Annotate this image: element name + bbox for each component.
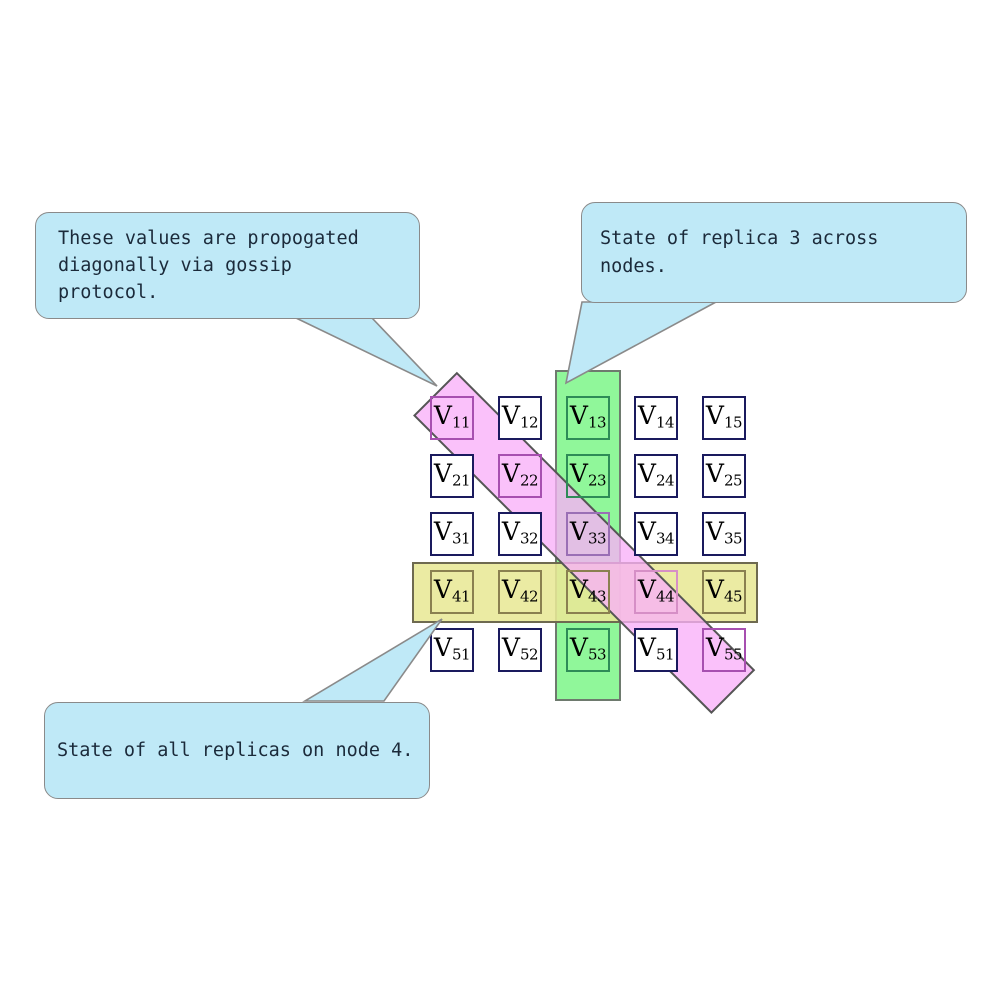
value-cell-V34[interactable]: V34 <box>634 512 678 556</box>
value-cell-label: V33 <box>569 517 607 548</box>
value-cell-V25[interactable]: V25 <box>702 454 746 498</box>
value-cell-V45[interactable]: V45 <box>702 570 746 614</box>
value-cell-label: V32 <box>501 517 539 548</box>
value-cell-label: V21 <box>433 459 471 490</box>
value-cell-V41[interactable]: V41 <box>430 570 474 614</box>
value-cell-V35[interactable]: V35 <box>702 512 746 556</box>
value-cell-V31[interactable]: V31 <box>430 512 474 556</box>
value-cell-label: V23 <box>569 459 607 490</box>
value-cell-V24[interactable]: V24 <box>634 454 678 498</box>
value-cell-label: V22 <box>501 459 539 490</box>
value-cell-V44[interactable]: V44 <box>634 570 678 614</box>
value-cell-V22[interactable]: V22 <box>498 454 542 498</box>
value-cell-label: V53 <box>569 633 607 664</box>
value-cell-V15[interactable]: V15 <box>702 396 746 440</box>
value-cell-V42[interactable]: V42 <box>498 570 542 614</box>
value-cell-V55[interactable]: V55 <box>702 628 746 672</box>
value-cell-label: V42 <box>501 575 539 606</box>
value-cell-V12[interactable]: V12 <box>498 396 542 440</box>
value-cell-label: V51 <box>637 633 675 664</box>
value-cell-label: V43 <box>569 575 607 606</box>
value-cell-V33[interactable]: V33 <box>566 512 610 556</box>
value-cell-V21[interactable]: V21 <box>430 454 474 498</box>
value-cell-label: V25 <box>705 459 743 490</box>
value-cell-V51[interactable]: V51 <box>634 628 678 672</box>
callout-gossip-text: These values are propogated diagonally v… <box>58 228 359 303</box>
value-cell-V11[interactable]: V11 <box>430 396 474 440</box>
callout-node4[interactable]: State of all replicas on node 4. <box>44 702 430 799</box>
callout-tail-node4 <box>302 618 443 702</box>
value-cell-V32[interactable]: V32 <box>498 512 542 556</box>
value-cell-label: V44 <box>637 575 675 606</box>
value-cell-label: V12 <box>501 401 539 432</box>
value-cell-label: V13 <box>569 401 607 432</box>
callout-tail-gossip <box>295 317 438 387</box>
value-cell-V52[interactable]: V52 <box>498 628 542 672</box>
value-cell-label: V14 <box>637 401 675 432</box>
callout-replica3-text: State of replica 3 across nodes. <box>600 227 879 277</box>
callout-tail-replica3 <box>564 301 717 385</box>
value-cell-label: V52 <box>501 633 539 664</box>
value-cell-label: V31 <box>433 517 471 548</box>
callout-replica3[interactable]: State of replica 3 across nodes. <box>581 202 967 303</box>
value-cell-V13[interactable]: V13 <box>566 396 610 440</box>
value-cell-V14[interactable]: V14 <box>634 396 678 440</box>
value-cell-V23[interactable]: V23 <box>566 454 610 498</box>
value-cell-label: V24 <box>637 459 675 490</box>
value-cell-label: V11 <box>433 401 471 432</box>
value-cell-label: V41 <box>433 575 471 606</box>
value-cell-label: V35 <box>705 517 743 548</box>
callout-node4-text: State of all replicas on node 4. <box>57 739 414 761</box>
value-cell-label: V45 <box>705 575 743 606</box>
value-cell-V51[interactable]: V51 <box>430 628 474 672</box>
value-cell-label: V51 <box>433 633 471 664</box>
value-cell-label: V15 <box>705 401 743 432</box>
value-cell-V53[interactable]: V53 <box>566 628 610 672</box>
value-cell-label: V55 <box>705 633 743 664</box>
callout-gossip[interactable]: These values are propogated diagonally v… <box>35 212 420 319</box>
value-cell-label: V34 <box>637 517 675 548</box>
value-cell-V43[interactable]: V43 <box>566 570 610 614</box>
